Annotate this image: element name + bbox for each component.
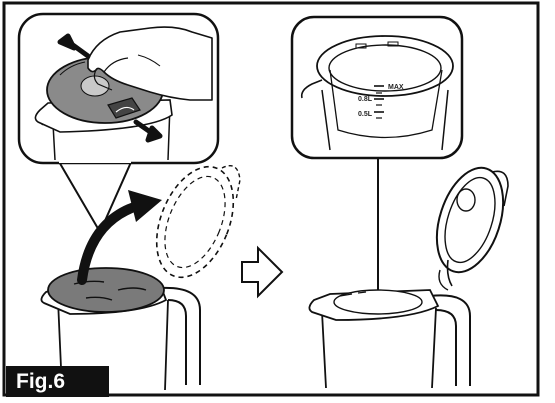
right-kettle	[308, 166, 509, 389]
open-arrow	[77, 200, 145, 285]
left-callout	[17, 12, 220, 233]
lid-open-ghost	[155, 165, 235, 279]
step-arrow	[241, 245, 284, 299]
right-kettle-opening	[333, 289, 423, 315]
press-arrow-top	[57, 33, 91, 59]
right-callout: MAX 0.8L 0.5L	[290, 15, 464, 302]
kettle-lid	[47, 267, 165, 313]
press-arrow-right	[133, 119, 163, 143]
gauge-mid-label: 0.8L	[358, 96, 373, 103]
figure-border	[2, 1, 540, 397]
left-callout-pointer	[57, 159, 133, 233]
water-level-gauge: MAX 0.8L 0.5L	[358, 84, 404, 119]
left-kettle	[40, 165, 241, 391]
figure-label: Fig.6	[6, 366, 109, 397]
gauge-max-label: MAX	[388, 84, 404, 91]
gauge-low-label: 0.5L	[358, 111, 373, 118]
